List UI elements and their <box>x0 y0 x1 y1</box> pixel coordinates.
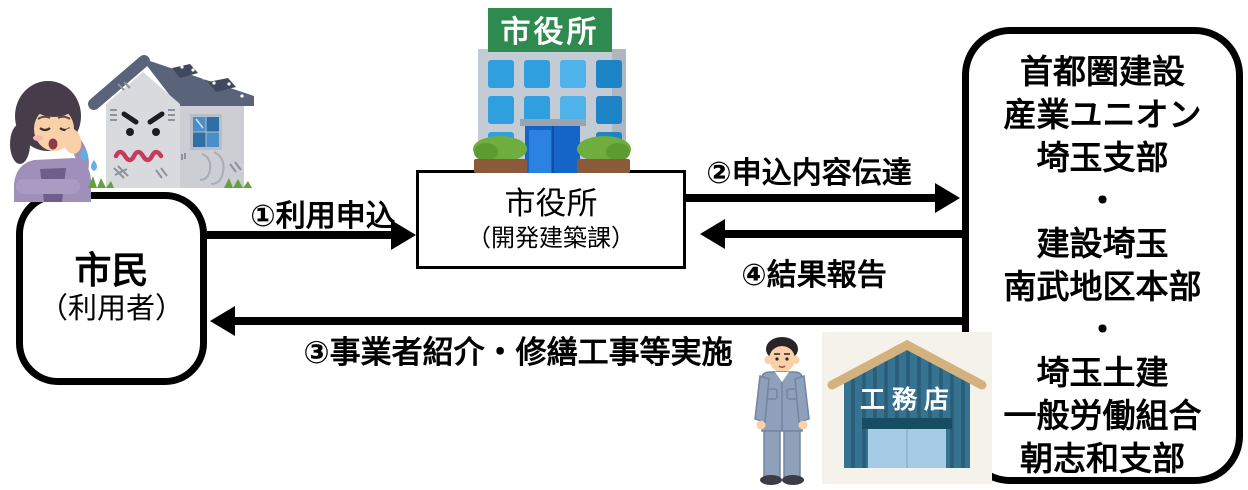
arrowhead-right-icon <box>935 183 960 213</box>
arrow-3-label: ③事業者紹介・修繕工事等実施 <box>303 335 733 370</box>
leg <box>783 430 801 478</box>
planter <box>474 159 527 173</box>
sweat-drop-icon <box>80 148 88 161</box>
blush <box>33 135 43 141</box>
cityhall-box-subtitle: （開発建築課） <box>467 225 635 253</box>
roof-patch <box>208 78 236 92</box>
roof-right <box>141 58 254 106</box>
arrow-4-label: ④結果報告 <box>741 259 887 292</box>
cityhall-sign-text: 市役所 <box>501 15 600 49</box>
eye <box>126 128 134 136</box>
arm-rest <box>16 179 80 194</box>
roof-patch <box>172 64 198 78</box>
worried-woman-illustration <box>10 81 97 202</box>
shutter-lintel <box>862 418 952 429</box>
union-box-text: 首都圏建設 産業ユニオン 埼玉支部 ・ 建設埼玉 南武地区本部 ・ 埼玉土建 一… <box>1003 53 1202 477</box>
citizen-box: 市民 （利用者） <box>16 192 207 385</box>
arm <box>754 374 770 423</box>
arrowhead-left-icon <box>210 306 235 336</box>
citizen-box-subtitle: （利用者） <box>38 293 184 326</box>
cityhall-sign <box>488 8 612 52</box>
arm <box>794 374 810 423</box>
arrow-4-report <box>700 219 962 249</box>
cityhall-illustration: 市役所 <box>473 8 631 173</box>
paint-peel <box>199 153 212 181</box>
mouth <box>48 138 58 150</box>
workshop-sign-text: 工務店 <box>860 386 956 414</box>
mouth <box>113 149 164 163</box>
bangs <box>33 93 75 117</box>
arrow-2-label: ②申込内容伝達 <box>706 157 912 190</box>
eye <box>152 128 160 136</box>
hand <box>62 128 82 154</box>
arrow-1-label: ①利用申込 <box>250 200 396 233</box>
citizen-box-title: 市民 <box>74 249 149 291</box>
workshop-illustration: 工務店 <box>822 332 992 484</box>
shoe <box>760 475 782 485</box>
union-box: 首都圏建設 産業ユニオン 埼玉支部 ・ 建設埼玉 南武地区本部 ・ 埼玉土建 一… <box>962 27 1243 484</box>
face <box>769 346 795 372</box>
roof-left <box>88 55 150 110</box>
grass <box>88 176 114 188</box>
leg <box>763 430 781 478</box>
paint-peel <box>210 151 225 185</box>
worker-illustration <box>754 337 810 485</box>
hand <box>798 420 808 430</box>
grass <box>224 178 252 188</box>
shoe <box>782 475 804 485</box>
workshop-roof <box>827 339 987 390</box>
arrowhead-left-icon <box>700 219 725 249</box>
collar <box>775 372 789 382</box>
planter <box>577 159 630 173</box>
hair-side <box>10 124 30 164</box>
cityhall-box-title: 市役所 <box>504 185 598 221</box>
cityhall-box: 市役所 （開発建築課） <box>416 170 686 269</box>
hand <box>756 420 766 430</box>
damaged-house-illustration <box>88 55 254 188</box>
sweat-drop-icon <box>91 160 97 171</box>
